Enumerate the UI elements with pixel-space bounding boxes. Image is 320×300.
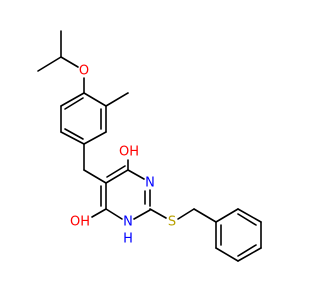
bond <box>215 208 239 223</box>
atom-n-right: N <box>145 176 155 191</box>
bond <box>106 165 126 178</box>
atom-oh-top: OH <box>119 145 139 160</box>
bond <box>60 56 79 68</box>
molecule-canvas: O OH N S N H OH <box>37 30 262 262</box>
atom-o-ether: O <box>79 64 89 79</box>
bonds <box>37 30 262 262</box>
bond <box>83 92 107 107</box>
bond <box>237 247 262 262</box>
structure-diagram: O OH N S N H OH <box>37 30 262 262</box>
bond <box>83 169 107 184</box>
atom-n-bottom-hydrogen: H <box>123 232 133 247</box>
bond <box>177 208 195 220</box>
bond <box>237 213 257 226</box>
bond <box>105 208 123 220</box>
bond <box>60 131 85 145</box>
bond <box>91 208 107 218</box>
atom-labels: O OH N S N H OH <box>70 64 176 247</box>
bond <box>127 169 145 180</box>
atom-n-bottom: N <box>123 215 133 230</box>
bond <box>83 131 107 145</box>
atom-oh-bottom: OH <box>70 215 90 230</box>
bond <box>64 128 84 140</box>
atom-s: S <box>168 215 176 230</box>
bond <box>237 208 262 223</box>
bond <box>149 208 167 219</box>
bond <box>237 244 257 257</box>
bond <box>105 92 129 107</box>
bond <box>215 247 239 262</box>
bond <box>64 97 84 110</box>
bond <box>133 209 151 220</box>
bond <box>37 56 62 72</box>
bond <box>60 92 85 107</box>
bond <box>105 169 129 184</box>
bond <box>193 208 217 223</box>
